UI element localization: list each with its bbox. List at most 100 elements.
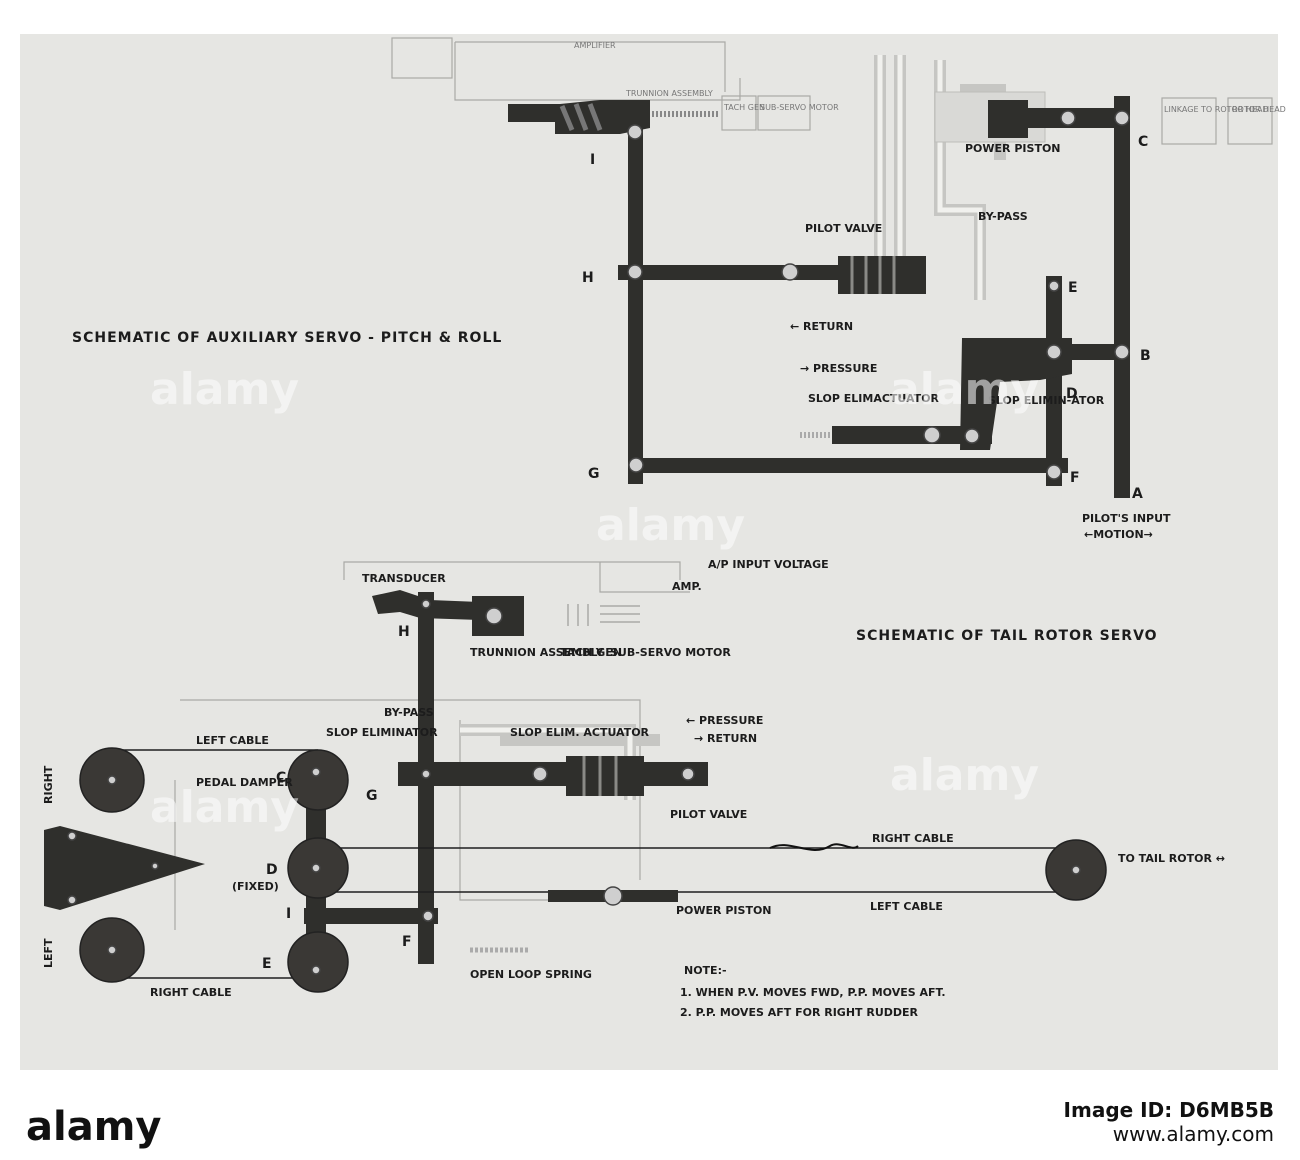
input-voltage-box [391,37,453,79]
pulley-e [287,931,349,993]
pilot-valve-bar [398,762,708,786]
pin-slop [964,428,980,444]
bar-c-a [1114,96,1130,498]
power-piston-label: POWER PISTON [965,142,1061,155]
image-info: Image ID: D6MB5B www.alamy.com [1064,1098,1274,1146]
by-pass-label: BY-PASS [978,210,1028,223]
watermark: alamy [596,500,745,551]
to-tail-rotor-label: TO TAIL ROTOR ↔ [1118,852,1225,865]
point-g: G [588,466,600,482]
power-piston [603,886,623,906]
feedback-wire [454,42,741,101]
left-cable-mid-label: LEFT CABLE [870,900,943,913]
top-title: SCHEMATIC OF AUXILIARY SERVO - PITCH & R… [72,330,502,346]
watermark: alamy [890,750,1039,801]
right-label: RIGHT [42,765,55,804]
pin-f [1046,464,1062,480]
trunnion-label: TRUNNION ASSEMBLY [625,89,713,98]
amplifier-wire [455,41,726,92]
image-id: Image ID: D6MB5B [1063,1098,1274,1122]
rotor-head-box [1227,97,1273,145]
pin-g [628,457,644,473]
top-schematic: AMPLIFIER TRUNNION ASSEMBLY TACH GEN SUB… [72,37,1286,541]
point-c: C [1138,134,1148,150]
point-a: A [1132,486,1143,502]
pin-c [1114,110,1130,126]
pilots-input-label: PILOT'S INPUT [1082,512,1171,525]
sub-servo-label: SUB-SERVO MOTOR [760,103,839,112]
pin-actuator [923,426,941,444]
slop-eliminator [960,338,1072,450]
left-label: LEFT [42,938,55,968]
stock-footer: alamy Image ID: D6MB5B www.alamy.com [0,1070,1300,1160]
point-e: E [1068,280,1078,296]
point-g: G [366,788,378,804]
bar-g-f [628,458,1068,473]
rotor-head-label: ROTOR HEAD [1232,105,1286,114]
point-f: F [1070,470,1080,486]
pin-trunnion [485,607,503,625]
cable-turnbuckle [769,843,859,851]
amplifier-label: AMPLIFIER [574,41,616,50]
amp-wiring [343,561,690,593]
point-h: H [582,270,594,286]
bar-e-f [1046,276,1062,486]
pin-e [1048,280,1060,292]
return-label: → RETURN [694,732,757,745]
note-1: 1. WHEN P.V. MOVES FWD, P.P. MOVES AFT. [680,986,946,999]
tach-gen-label: TACH GEN [723,103,765,112]
sub-servo-label: SUB-SERVO MOTOR [610,646,731,659]
by-pass-label: BY-PASS [384,706,434,719]
point-d: D [266,862,278,878]
bar-i [304,908,438,924]
pin-d [1046,344,1062,360]
pedal-damper-label: PEDAL DAMPER [196,776,293,789]
bar-i-g [628,124,643,484]
pilot-valve-label: PILOT VALVE [670,808,747,821]
point-h: H [398,624,410,640]
pressure-label: ← PRESSURE [686,714,763,727]
tach-sub-servo [567,604,640,626]
pressure-label: → PRESSURE [800,362,877,375]
motion-label: ←MOTION→ [1084,528,1153,541]
fixed-label: (FIXED) [232,880,279,893]
slop-elimactuator-label: SLOP ELIMACTUATOR [808,392,940,405]
bottom-title: SCHEMATIC OF TAIL ROTOR SERVO [856,628,1158,644]
bar-h-pilot [618,265,843,280]
slop-elimactuator [832,426,992,444]
slop-eliminator-label: SLOP ELIMINATOR [326,726,438,739]
right-cable-bottom-label: RIGHT CABLE [150,986,232,999]
amp-label: AMP. [672,580,702,593]
return-label: ← RETURN [790,320,853,333]
point-i: I [590,152,595,168]
transducer-label: TRANSDUCER [362,572,446,585]
point-i: I [286,906,291,922]
right-cable-mid-label: RIGHT CABLE [872,832,954,845]
watermark: alamy [150,782,299,833]
point-d: D [1066,386,1078,402]
pilot-valve-label: PILOT VALVE [805,222,882,235]
point-b: B [1140,348,1151,364]
linkage-box [1161,97,1217,145]
open-loop-spring-label: OPEN LOOP SPRING [470,968,592,981]
point-c: C [276,770,286,786]
note-title: NOTE:- [684,964,727,977]
left-cable-top-label: LEFT CABLE [196,734,269,747]
pin-b [1114,344,1130,360]
tach-gen-box [721,95,757,131]
linkage-label: LINKAGE TO ROTOR HEAD [1164,105,1269,114]
note-2: 2. P.P. MOVES AFT FOR RIGHT RUDDER [680,1006,919,1019]
power-piston-label: POWER PISTON [676,904,772,917]
slop-elim-actuator-label: SLOP ELIM. ACTUATOR [510,726,650,739]
ap-input-label: A/P INPUT VOLTAGE [708,558,829,571]
pin-pilot [781,263,799,281]
watermark: alamy [890,364,1039,415]
site-url: www.alamy.com [1112,1122,1274,1146]
bottom-schematic: SCHEMATIC OF TAIL ROTOR SERVO TRANSDUCER… [42,558,1225,1019]
alamy-logo: alamy [26,1104,162,1150]
point-e: E [262,956,272,972]
slop-eliminator-label: SLOP ELIMIN-ATOR [988,394,1105,407]
watermark: alamy [150,364,299,415]
pedal-bellcrank [44,826,205,910]
trunnion-assembly-label: TRUNNION ASSEMBLY [470,646,605,659]
